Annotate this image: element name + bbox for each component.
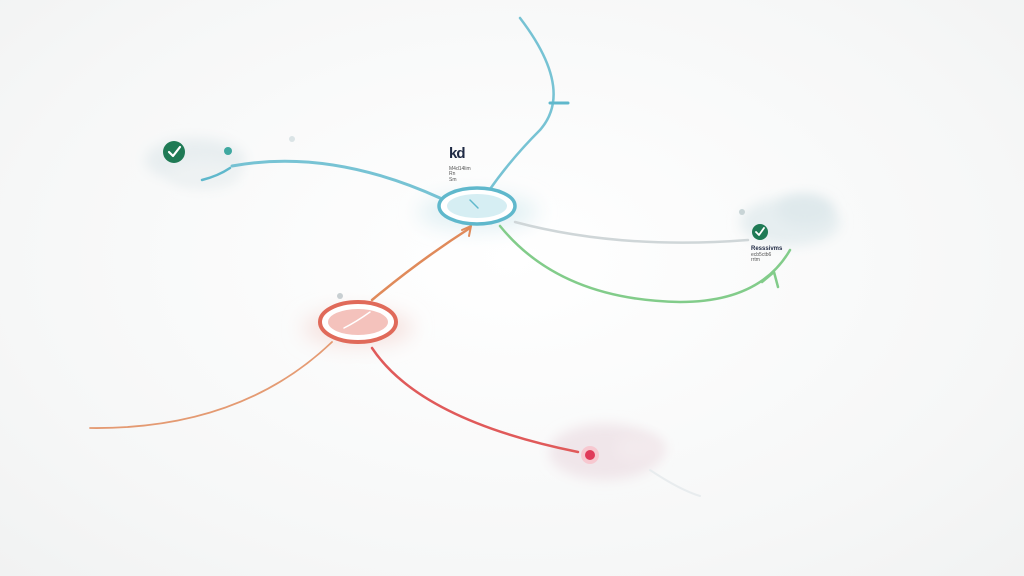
right-node-line-2: rrtm <box>751 257 760 264</box>
left-blob <box>145 138 245 189</box>
faint-trail <box>649 469 701 497</box>
center-node-label: kd M4d14lim Rn Sm <box>449 145 471 183</box>
right-blob <box>740 194 840 246</box>
center-node-line-2: Rn <box>449 171 456 177</box>
hub-node-fill <box>328 309 388 335</box>
center-node-title: kd <box>449 145 466 162</box>
hub-node[interactable] <box>318 300 398 344</box>
connector-left-incoming <box>89 341 333 429</box>
connector-right-green <box>498 224 792 304</box>
decor-dot-3 <box>739 209 745 215</box>
decor-dot-2 <box>337 293 343 299</box>
right-node-icon <box>752 224 768 240</box>
bottom-node-dot <box>585 450 595 460</box>
connector-top <box>486 16 555 194</box>
left-node-dot <box>224 147 232 155</box>
connector-hub-to-center <box>370 226 472 302</box>
orange-arrowhead <box>461 225 472 237</box>
right-node[interactable] <box>752 224 768 240</box>
center-node-line-3: Sm <box>449 176 457 183</box>
connector-right-gray <box>513 220 750 244</box>
right-node-label: Resssivms ecb5ctb6 rrtm <box>751 246 782 264</box>
green-arrowhead <box>760 270 780 289</box>
center-node[interactable] <box>437 186 517 226</box>
bottom-blob <box>549 424 665 480</box>
left-node-icon <box>163 141 185 163</box>
center-node-line-1: M4d14lim <box>449 165 471 172</box>
bottom-node[interactable] <box>581 446 599 464</box>
left-node[interactable] <box>163 141 232 182</box>
connector-left <box>230 159 442 200</box>
connector-hub-to-bottom <box>370 346 580 454</box>
right-node-line-1: ecb5ctb6 <box>751 251 772 258</box>
right-node-title: Resssivms <box>751 246 783 252</box>
decor-dot-1 <box>289 136 295 142</box>
